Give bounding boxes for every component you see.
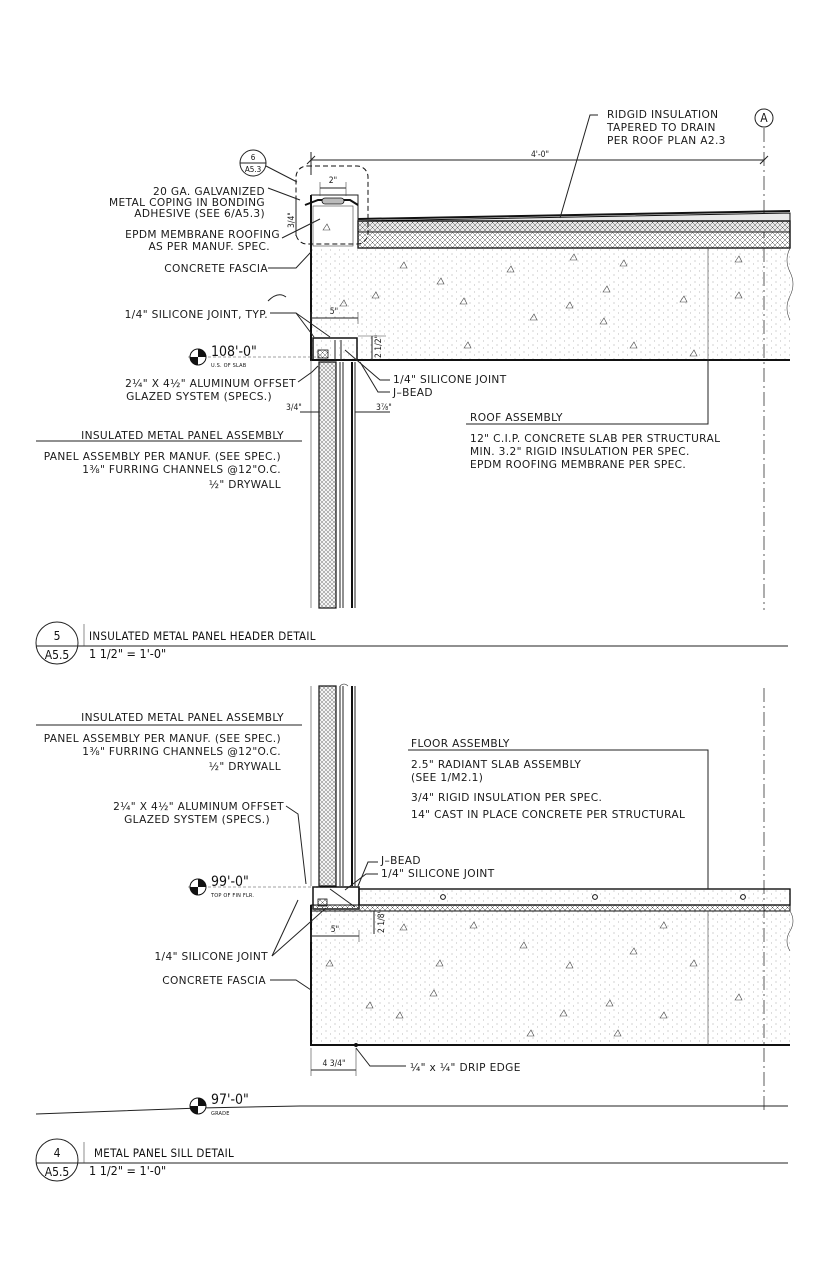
note-coping-3: ADHESIVE (SEE 6/A5.3) [134, 208, 265, 220]
metal-panel-wall [310, 360, 356, 609]
dim-sill-edge: 2 1/8" [373, 910, 387, 934]
detail-4-title-text: METAL PANEL SILL DETAIL [94, 1146, 234, 1160]
concrete-floor-slab [311, 911, 790, 1045]
dim-right-gap: 3⅞" [376, 403, 392, 413]
note-roof-3: EPDM ROOFING MEMBRANE PER SPEC. [470, 459, 686, 471]
note-roof-1: 12" C.I.P. CONCRETE SLAB PER STRUCTURAL [470, 433, 720, 445]
note-roof-heading: ROOF ASSEMBLY [470, 412, 563, 424]
dim-coping: 2" 3/4" [287, 176, 347, 236]
note-insulation-3: PER ROOF PLAN A2.3 [607, 135, 726, 147]
elevation-marker-slab: 108'-0" U.S. OF SLAB [188, 344, 320, 369]
section-ref-bubble: 6 A5.3 [239, 149, 298, 183]
note-jbead-5: J–BEAD [392, 387, 433, 399]
detail-4-sill: 5" 2 1/8" 4 3/4" 99'-0" TOP OF FIN FLR. … [35, 683, 794, 1182]
elevation-slab-label: U.S. OF SLAB [211, 363, 247, 369]
note-floor-2: (SEE 1/M2.1) [411, 772, 483, 784]
dim-left-gap: 3/4" [286, 403, 302, 413]
note-epdm-1: EPDM MEMBRANE ROOFING [125, 229, 280, 241]
note-floor-1: 2.5" RADIANT SLAB ASSEMBLY [411, 759, 581, 771]
note-panel-1-4: PANEL ASSEMBLY PER MANUF. (SEE SPEC.) [44, 733, 281, 745]
dim-slab-edge-text: 2 1/2" [374, 335, 384, 358]
note-roof-2: MIN. 3.2" RIGID INSULATION PER SPEC. [470, 446, 690, 458]
aggregate-marks-lower [325, 921, 743, 1037]
detail-5-number: 5 [54, 629, 61, 643]
leaders-4 [36, 724, 709, 1067]
rigid-insulation [357, 220, 791, 249]
note-coping-1: 20 GA. GALVANIZED [153, 186, 265, 198]
note-silicone-5: 1/4" SILICONE JOINT [393, 374, 507, 386]
note-jbead-4: J–BEAD [380, 855, 421, 867]
epdm-membrane [357, 210, 791, 220]
note-panel-2-4: 1⅜" FURRING CHANNELS @12"O.C. [82, 746, 281, 758]
note-floor-3: 3/4" RIGID INSULATION PER SPEC. [411, 792, 602, 804]
detail-5-scale: 1 1/2" = 1'-0" [89, 646, 166, 661]
detail-5-title: 5 A5.5 INSULATED METAL PANEL HEADER DETA… [35, 621, 788, 665]
dim-gaps: 3/4" 3⅞" [286, 403, 392, 413]
section-ref-number: 6 [251, 153, 256, 162]
note-floor-4: 14" CAST IN PLACE CONCRETE PER STRUCTURA… [411, 809, 685, 821]
dim-sill-fascia: 5" [310, 925, 360, 942]
note-panel-heading-4: INSULATED METAL PANEL ASSEMBLY [81, 712, 284, 724]
elevation-grade-value: 97'-0" [211, 1092, 249, 1108]
note-epdm-2: AS PER MANUF. SPEC. [148, 241, 270, 253]
dim-coping-height: 3/4" [287, 212, 297, 228]
aggregate-marks [339, 253, 743, 357]
note-panel-3-5: ½" DRYWALL [209, 479, 281, 491]
elevation-slab-value: 108'-0" [211, 344, 257, 360]
dim-overall: 4'-0" [306, 150, 769, 175]
detail-4-title: 4 A5.5 METAL PANEL SILL DETAIL 1 1/2" = … [35, 1138, 788, 1182]
note-insulation-1: RIDGID INSULATION [607, 109, 718, 121]
concrete-slab [311, 248, 790, 360]
note-silicone-4b: 1/4" SILICONE JOINT [154, 951, 268, 963]
metal-coping [304, 197, 359, 247]
detail-4-number: 4 [54, 1146, 61, 1160]
detail-5-title-text: INSULATED METAL PANEL HEADER DETAIL [89, 629, 316, 643]
grid-bubble-a: A [754, 108, 774, 128]
note-panel-2-5: 1⅜" FURRING CHANNELS @12"O.C. [82, 464, 281, 476]
note-insulation-2: TAPERED TO DRAIN [606, 122, 716, 134]
aluminum-frame [312, 337, 358, 361]
section-ref-sheet: A5.3 [245, 165, 261, 174]
note-glazing-2-4: GLAZED SYSTEM (SPECS.) [124, 814, 270, 826]
dim-sill-fascia-text: 5" [331, 925, 339, 935]
note-coping-2: METAL COPING IN BONDING [109, 197, 265, 209]
elevation-floor-value: 99'-0" [211, 874, 249, 890]
note-fascia-5: CONCRETE FASCIA [164, 263, 268, 275]
radiant-slab [358, 888, 791, 906]
note-glazing-1: 2¼" X 4½" ALUMINUM OFFSET [125, 378, 296, 390]
note-panel-1-5: PANEL ASSEMBLY PER MANUF. (SEE SPEC.) [44, 451, 281, 463]
elevation-marker-floor: 99'-0" TOP OF FIN FLR. [188, 874, 320, 899]
note-drip-edge: ¼" x ¼" DRIP EDGE [410, 1062, 521, 1074]
note-silicone-typ: 1/4" SILICONE JOINT, TYP. [125, 309, 268, 321]
drip-edge [354, 1043, 358, 1047]
dim-sill-edge-text: 2 1/8" [377, 910, 387, 933]
note-glazing-2: GLAZED SYSTEM (SPECS.) [126, 391, 272, 403]
detail-5-header: A 4'-0" [35, 108, 794, 665]
note-panel-3-4: ½" DRYWALL [209, 761, 281, 773]
dim-drip: 4 3/4" [310, 1048, 357, 1076]
detail-5-sheet: A5.5 [45, 648, 70, 662]
floor-slab-outline [310, 905, 790, 1046]
dim-overall-text: 4'-0" [531, 150, 549, 160]
dim-fascia-width: 5" [310, 307, 359, 324]
note-glazing-1-4: 2¼" X 4½" ALUMINUM OFFSET [113, 801, 284, 813]
metal-panel-wall-lower [310, 683, 356, 887]
radiant-tubes [440, 894, 746, 900]
note-fascia-4: CONCRETE FASCIA [162, 975, 266, 987]
dim-slab-edge: 2 1/2" [358, 335, 386, 360]
grid-bubble-label: A [760, 111, 768, 125]
detail-4-scale: 1 1/2" = 1'-0" [89, 1163, 166, 1178]
dim-coping-width: 2" [329, 176, 337, 186]
dim-fascia-width-text: 5" [330, 307, 338, 317]
dim-drip-text: 4 3/4" [322, 1059, 345, 1069]
note-floor-heading: FLOOR ASSEMBLY [411, 738, 510, 750]
note-panel-heading-5: INSULATED METAL PANEL ASSEMBLY [81, 430, 284, 442]
elevation-floor-label: TOP OF FIN FLR. [210, 893, 254, 899]
elevation-grade-label: GRADE [211, 1111, 230, 1117]
detail-4-sheet: A5.5 [45, 1165, 70, 1179]
elevation-marker-grade: 97'-0" GRADE [35, 1092, 788, 1117]
leaders-5 [36, 114, 709, 442]
note-silicone-4a: 1/4" SILICONE JOINT [381, 868, 495, 880]
